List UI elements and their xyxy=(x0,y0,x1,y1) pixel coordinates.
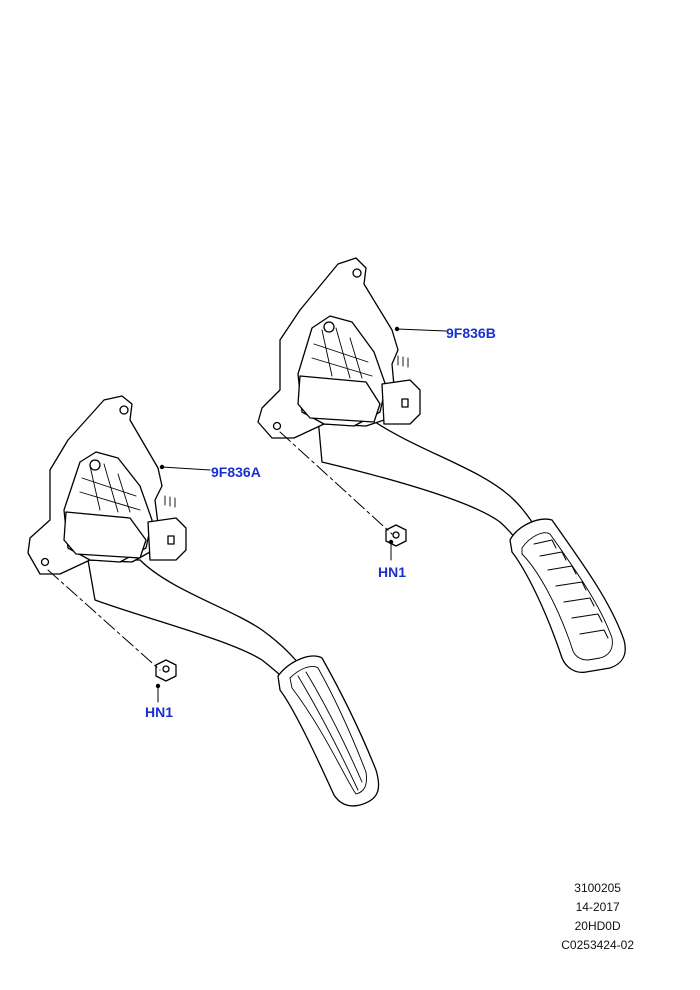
leader-9f836a xyxy=(161,466,211,471)
sensor-cover-b xyxy=(297,375,381,423)
callout-9f836a: 9F836A xyxy=(211,464,261,480)
pedal-pad-b xyxy=(509,518,626,674)
reference-id: C0253424-02 xyxy=(561,938,634,952)
accelerator-pedal-a xyxy=(27,395,380,807)
sensor-cover-a xyxy=(63,511,147,559)
callout-hn1-a: HN1 xyxy=(145,704,173,720)
reference-code: 20HD0D xyxy=(574,919,621,933)
callout-9f836b: 9F836B xyxy=(446,325,496,341)
leader-9f836b xyxy=(396,328,447,332)
reference-date: 14-2017 xyxy=(575,900,620,914)
leader-lines xyxy=(157,328,447,703)
callout-hn1-b: HN1 xyxy=(378,564,406,580)
drawing-reference-block: 3100205 14-2017 20HD0D C0253424-02 xyxy=(561,879,634,955)
connector-b xyxy=(381,379,421,425)
nut-a xyxy=(155,659,177,682)
accelerator-pedal-b xyxy=(257,257,626,674)
reference-number: 3100205 xyxy=(574,881,621,895)
connector-a xyxy=(147,517,187,561)
